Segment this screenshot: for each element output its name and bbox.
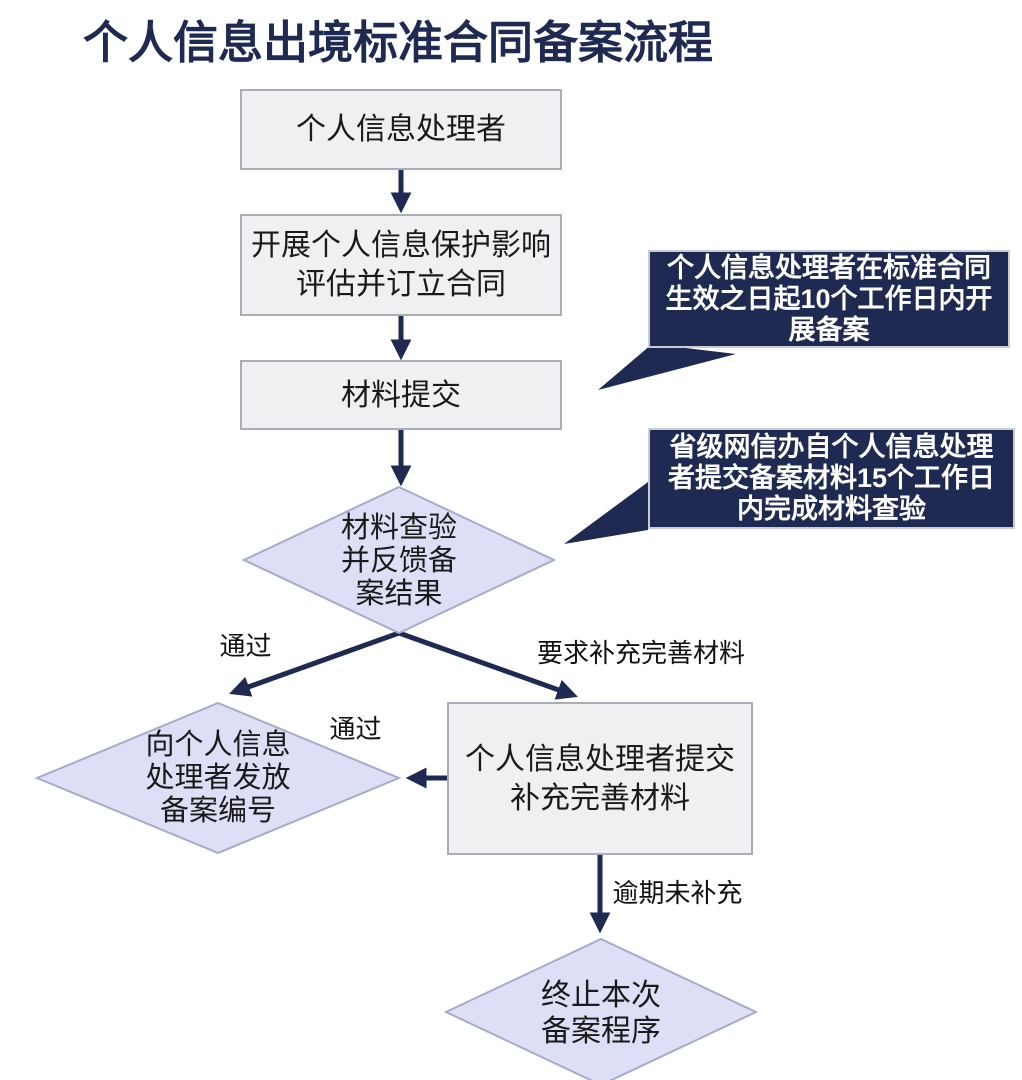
node-supplement-line-2: 补充完善材料	[510, 781, 690, 815]
callout-1-tail	[598, 344, 736, 390]
node-terminate-label: 终止本次 备案程序	[511, 978, 691, 1050]
node-issue-number-line-3: 备案编号	[159, 795, 276, 827]
edge-label-pass-from-supplement: 通过	[329, 714, 382, 744]
node-processor-box: 个人信息处理者	[240, 89, 562, 170]
callout-check-deadline: 省级网信办自个人信息处理 者提交备案材料15个工作日 内完成材料查验	[648, 428, 1015, 529]
callout-2-line-3: 内完成材料查验	[737, 494, 926, 524]
arrow-check-to-supplement	[398, 630, 578, 700]
node-terminate-line-1: 终止本次	[541, 979, 661, 1012]
node-material-check-line-3: 案结果	[355, 578, 443, 610]
node-submission-box: 材料提交	[240, 360, 562, 430]
diamond-issue-number-shape	[34, 701, 402, 855]
node-assessment-box: 开展个人信息保护影响 评估并订立合同	[240, 214, 562, 316]
node-processor-label: 个人信息处理者	[296, 113, 506, 146]
node-submission-label: 材料提交	[341, 378, 461, 412]
callout-2-tail	[564, 482, 648, 544]
node-supplement-line-1: 个人信息处理者提交	[465, 742, 735, 776]
callout-2-line-1: 省级网信办自个人信息处理	[669, 432, 994, 462]
diamond-material-check-shape	[241, 485, 557, 635]
edge-label-require-supplement: 要求补充完善材料	[536, 638, 745, 668]
callout-1-line-3: 展备案	[788, 314, 870, 345]
callout-filing-deadline: 个人信息处理者在标准合同 生效之日起10个工作日内开 展备案	[648, 250, 1010, 348]
edge-label-overdue: 逾期未补充	[612, 878, 743, 908]
arrow-check-to-issue	[229, 630, 400, 697]
node-supplement-box: 个人信息处理者提交 补充完善材料	[447, 702, 753, 855]
edge-label-pass-left: 通过	[219, 631, 272, 661]
callout-1-line-1: 个人信息处理者在标准合同	[667, 252, 991, 283]
callout-1-line-2: 生效之日起10个工作日内开	[665, 283, 993, 314]
node-terminate-line-2: 备案程序	[541, 1015, 661, 1048]
node-assessment-line-2: 评估并订立合同	[296, 268, 506, 301]
page-title: 个人信息出境标准合同备案流程	[83, 17, 714, 68]
node-issue-number-line-2: 处理者发放	[145, 762, 291, 794]
node-issue-number-line-1: 向个人信息	[145, 729, 291, 761]
diamond-terminate-shape	[443, 937, 759, 1080]
node-material-check-line-2: 并反馈备	[340, 545, 457, 577]
node-material-check-label: 材料查验 并反馈备 案结果	[309, 512, 489, 611]
node-issue-number-label: 向个人信息 处理者发放 备案编号	[128, 729, 308, 828]
callout-2-line-2: 者提交备案材料15个工作日	[667, 463, 996, 493]
node-material-check-line-1: 材料查验	[340, 512, 457, 544]
node-assessment-line-1: 开展个人信息保护影响	[251, 229, 551, 262]
